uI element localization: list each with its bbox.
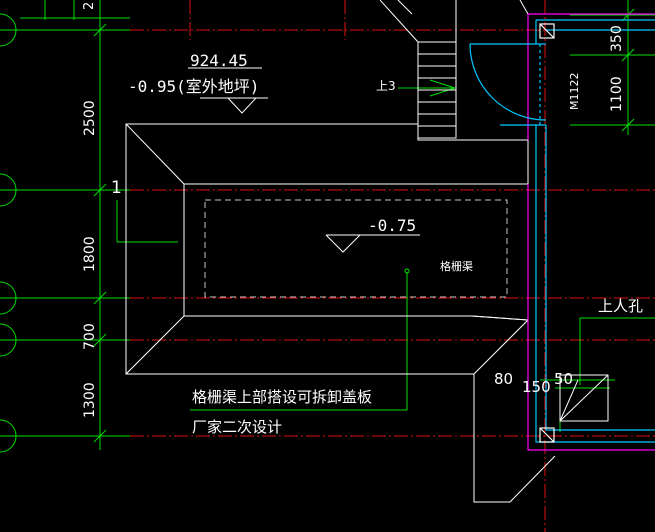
trench-dashed-boundary (204, 199, 508, 298)
walls (469, 13, 655, 451)
dimension-150: 150 (522, 378, 551, 396)
trench-label: 格栅渠 (440, 259, 473, 273)
elevation-trench: -0.75 (368, 216, 416, 235)
note-line-1: 格栅渠上部搭设可拆卸盖板 (192, 388, 372, 406)
manhole-label: 上人孔 (598, 297, 643, 315)
dimension-lines (0, 0, 655, 453)
dimension-700: 700 (82, 323, 98, 350)
dimension-top: 2 (82, 2, 97, 10)
grid-axes (130, 0, 655, 532)
section-mark-label: 1 (111, 178, 122, 198)
note-line-2: 厂家二次设计 (192, 418, 282, 436)
dimension-2500: 2500 (82, 100, 98, 136)
elevation-924-45: 924.45 (190, 51, 248, 70)
stair-up-label: 上3 (376, 79, 396, 93)
elevation-symbols (188, 67, 420, 253)
dimension-350: 350 (609, 25, 625, 52)
dimension-1800: 1800 (82, 236, 98, 272)
dimension-80: 80 (494, 370, 513, 388)
door-label: M1122 (568, 73, 581, 111)
dimension-1300: 1300 (82, 382, 98, 418)
dimension-1100: 1100 (609, 76, 625, 112)
dimension-50: 50 (554, 370, 573, 388)
trench-point (404, 268, 410, 274)
elevation-outdoor-ground: -0.95(室外地坪) (128, 77, 259, 96)
